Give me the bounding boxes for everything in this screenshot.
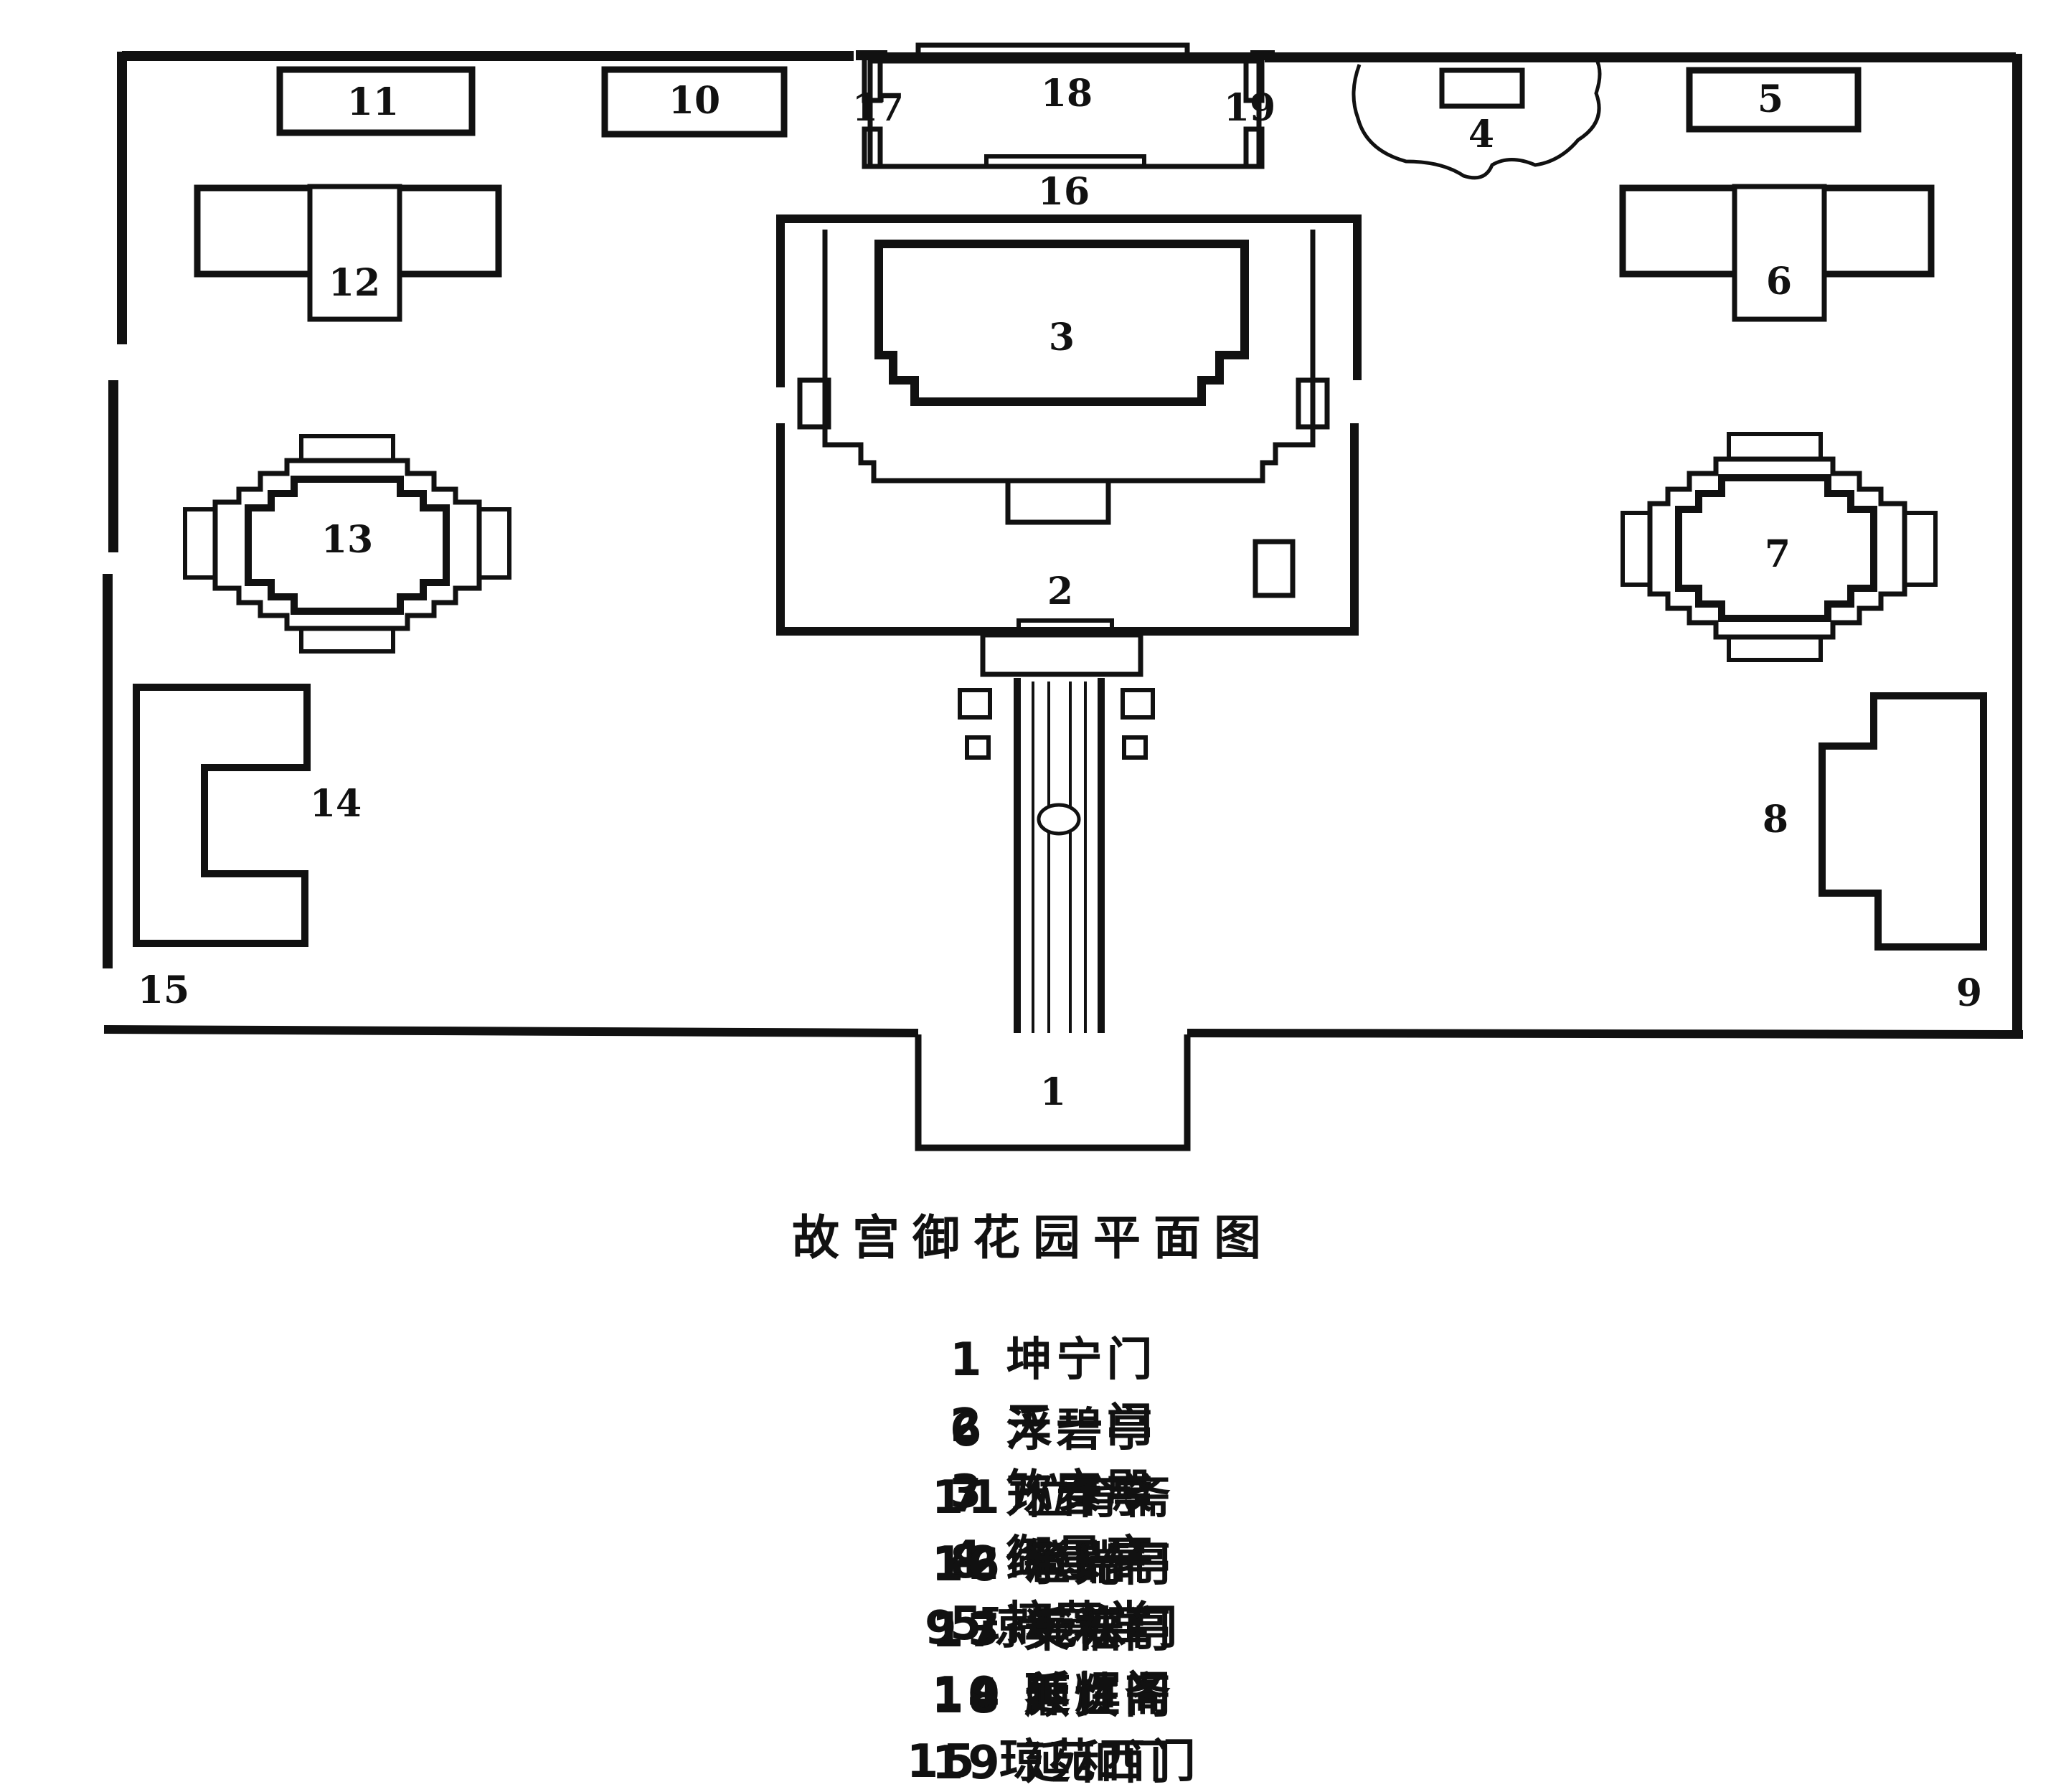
building-10 xyxy=(601,66,788,138)
label-5: 5 xyxy=(1758,77,1783,121)
diagram-title: 故宫御花园平面图 xyxy=(792,1210,1274,1265)
label-16: 16 xyxy=(1038,170,1090,214)
building-3-courtyard xyxy=(776,214,1362,636)
label-19: 19 xyxy=(1224,86,1275,130)
label-7: 7 xyxy=(1765,532,1791,576)
building-3 xyxy=(874,240,1249,406)
label-12: 12 xyxy=(329,261,380,305)
label-8: 8 xyxy=(1763,798,1788,841)
label-15: 15 xyxy=(138,968,189,1012)
label-13: 13 xyxy=(321,518,373,562)
building-4 xyxy=(1352,57,1602,180)
label-14: 14 xyxy=(310,782,362,826)
building-6 xyxy=(1619,184,1935,322)
building-7 xyxy=(1621,432,1938,662)
label-10: 10 xyxy=(669,79,720,123)
label-17: 17 xyxy=(852,86,904,130)
central-path xyxy=(958,678,1155,1033)
label-9: 9 xyxy=(1956,971,1982,1015)
building-13 xyxy=(183,434,511,654)
building-5 xyxy=(1686,67,1862,133)
label-2: 2 xyxy=(1047,570,1073,613)
label-18: 18 xyxy=(1041,72,1093,115)
building-12 xyxy=(194,184,502,322)
building-8 xyxy=(1819,692,1987,951)
building-11 xyxy=(276,66,476,136)
building-14 xyxy=(133,684,311,947)
label-4: 4 xyxy=(1468,113,1494,156)
building-1 xyxy=(915,1034,1191,1151)
label-3: 3 xyxy=(1049,316,1075,359)
label-11: 11 xyxy=(347,80,399,124)
shunzhen-gate-complex xyxy=(862,42,1265,169)
building-2 xyxy=(980,618,1143,677)
label-1: 1 xyxy=(1040,1070,1066,1114)
label-6: 6 xyxy=(1766,260,1792,303)
garden-plan: 1 2 3 4 5 6 7 8 9 10 11 12 13 14 15 16 1… xyxy=(103,42,2024,1151)
